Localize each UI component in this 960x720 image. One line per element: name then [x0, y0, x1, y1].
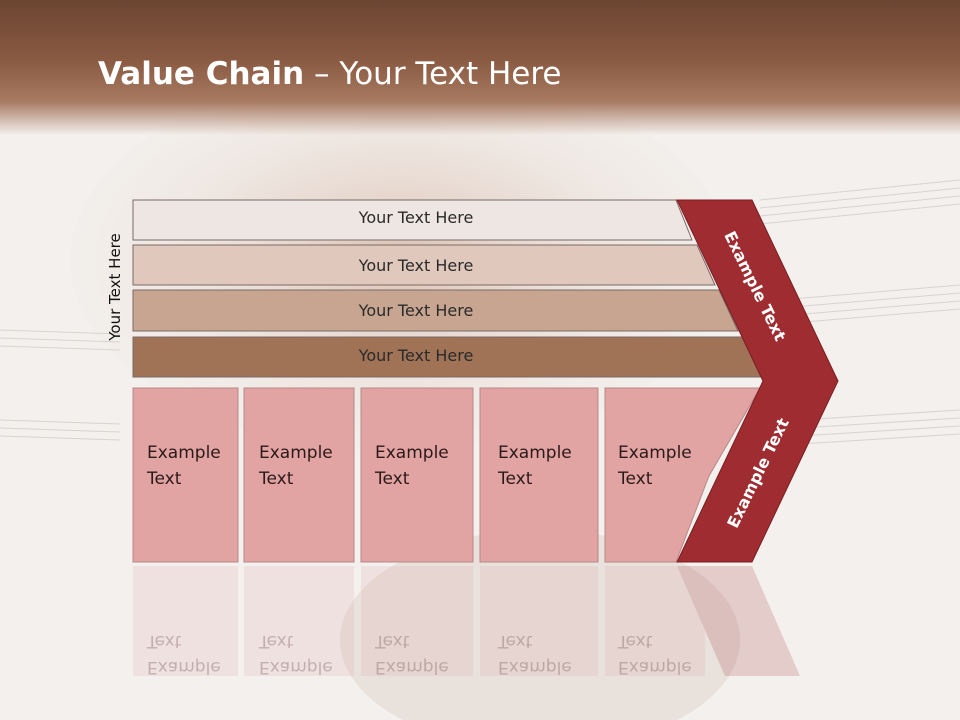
row-label-1: Your Text Here	[358, 208, 474, 227]
row-label-3: Your Text Here	[358, 301, 474, 320]
activity-box-3	[360, 387, 474, 563]
page-title: Value Chain – Your Text Here	[98, 56, 561, 92]
activity-label-4-line1: Example	[498, 443, 572, 463]
activity-label-4-line2: Text	[498, 469, 533, 489]
row-bar-2	[132, 244, 716, 286]
activity-label-5-line2: Text	[618, 469, 653, 489]
row-label-2: Your Text Here	[358, 256, 474, 275]
activity-box-1	[132, 387, 239, 563]
title-rest: – Your Text Here	[304, 56, 562, 92]
activity-box-4	[479, 387, 599, 563]
activity-label-1-line2: Text	[147, 469, 182, 489]
title-bar	[0, 0, 960, 135]
row-bar-3	[132, 289, 739, 332]
activity-label-2-line2: Text	[259, 469, 294, 489]
activity-label-2-line1: Example	[259, 443, 333, 463]
activity-label-1-line1: Example	[147, 443, 221, 463]
activity-label-3-line2: Text	[375, 469, 410, 489]
activity-box-2	[243, 387, 355, 563]
activity-label-3-line1: Example	[375, 443, 449, 463]
activity-label-5-line1: Example	[618, 443, 692, 463]
row-bar-1	[132, 199, 693, 241]
margin-chevron	[676, 199, 839, 563]
title-bold: Value Chain	[98, 56, 305, 92]
row-label-4: Your Text Here	[358, 346, 474, 365]
activity-box-5	[604, 387, 761, 563]
